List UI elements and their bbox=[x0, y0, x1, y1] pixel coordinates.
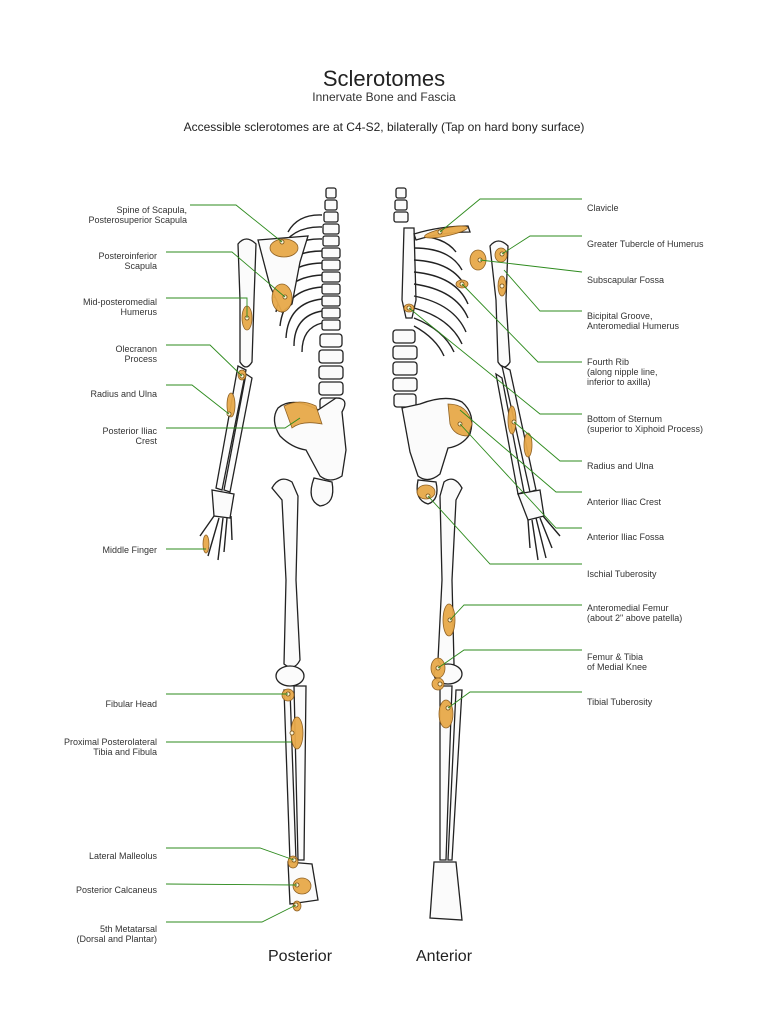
label-tibial-tuberosity: Tibial Tuberosity bbox=[587, 697, 653, 707]
label-subscapular-fossa: Subscapular Fossa bbox=[587, 275, 665, 285]
label-femur-tibia-medial-knee: Femur & Tibia of Medial Knee bbox=[587, 652, 648, 672]
anterior-radius bbox=[495, 372, 525, 495]
label-ischial-tuberosity: Ischial Tuberosity bbox=[587, 569, 657, 579]
label-5th-metatarsal: 5th Metatarsal (Dorsal and Plantar) bbox=[76, 924, 157, 944]
anterior-ulna bbox=[501, 364, 537, 493]
spot-clavicle bbox=[424, 225, 468, 239]
spot-posterior-calcaneus bbox=[292, 877, 312, 895]
spot-radius-ulna-anterior-2 bbox=[523, 432, 533, 458]
label-middle-finger: Middle Finger bbox=[102, 545, 157, 555]
posterior-femur bbox=[271, 478, 301, 668]
spot-middle-finger bbox=[202, 534, 210, 554]
view-label-posterior: Posterior bbox=[268, 948, 333, 965]
posterior-skeleton bbox=[199, 187, 347, 912]
label-anterior-iliac-fossa: Anterior Iliac Fossa bbox=[587, 532, 665, 542]
label-radius-and-ulna-posterior: Radius and Ulna bbox=[90, 389, 157, 399]
spot-radius-ulna-posterior bbox=[226, 392, 236, 418]
label-posterior-iliac-crest: Posterior Iliac Crest bbox=[102, 426, 157, 446]
label-anterior-iliac-crest: Anterior Iliac Crest bbox=[587, 497, 662, 507]
spot-anterior-iliac-crest bbox=[447, 403, 473, 437]
label-spine-of-scapula: Spine of Scapula, Posterosuperior Scapul… bbox=[88, 205, 187, 225]
label-clavicle: Clavicle bbox=[587, 203, 619, 213]
anterior-humerus bbox=[489, 240, 511, 368]
label-lateral-malleolus: Lateral Malleolus bbox=[88, 851, 157, 861]
posterior-hand bbox=[211, 489, 235, 519]
posterior-radius bbox=[223, 372, 253, 493]
anterior-hand bbox=[517, 489, 545, 521]
spot-tibial-tuberosity bbox=[438, 699, 454, 729]
dot-medial-knee-tibia bbox=[437, 681, 443, 687]
anterior-skeleton bbox=[392, 187, 561, 921]
label-bottom-of-sternum: Bottom of Sternum (superior to Xiphoid P… bbox=[587, 414, 704, 434]
anterior-femur bbox=[437, 478, 463, 668]
label-proximal-posterolateral-tibia-fibula: Proximal Posterolateral Tibia and Fibula bbox=[63, 737, 157, 757]
posterior-knee bbox=[275, 665, 305, 687]
label-greater-tubercle-of-humerus: Greater Tubercle of Humerus bbox=[587, 239, 704, 249]
label-mid-posteromedial-humerus: Mid-posteromedial Humerus bbox=[82, 297, 157, 317]
label-posterior-calcaneus: Posterior Calcaneus bbox=[75, 885, 157, 895]
posterior-tibia bbox=[293, 685, 307, 861]
anterior-leader-lines bbox=[408, 198, 583, 709]
posterior-spine bbox=[318, 187, 344, 411]
posterior-scapula bbox=[257, 235, 309, 314]
anterior-fibula bbox=[447, 689, 463, 861]
label-bicipital-groove: Bicipital Groove, Anteromedial Humerus bbox=[587, 311, 680, 331]
spot-ischial-tuberosity bbox=[416, 484, 436, 500]
posterior-leader-lines bbox=[165, 204, 301, 923]
label-olecranon-process: Olecranon Process bbox=[115, 344, 157, 364]
label-fourth-rib: Fourth Rib (along nipple line, inferior … bbox=[587, 357, 658, 387]
dot-bicipital-groove bbox=[499, 283, 505, 289]
anterior-sternum bbox=[401, 227, 417, 319]
label-radius-and-ulna-anterior: Radius and Ulna bbox=[587, 461, 654, 471]
anterior-spine bbox=[392, 187, 418, 408]
diagram-title: Sclerotomes bbox=[322, 66, 446, 91]
spot-posteroinferior-scapula bbox=[271, 283, 293, 313]
dot-proximal-tibia bbox=[289, 730, 295, 736]
anterior-ribs bbox=[413, 235, 469, 357]
spot-radius-ulna-anterior-1 bbox=[507, 405, 517, 435]
anterior-foot bbox=[429, 861, 463, 921]
label-anteromedial-femur: Anteromedial Femur (about 2" above patel… bbox=[587, 603, 683, 623]
label-posteroinferior-scapula: Posteroinferior Scapula bbox=[98, 251, 157, 271]
spot-posterior-iliac-crest bbox=[283, 401, 323, 429]
diagram-subtitle: Innervate Bone and Fascia bbox=[312, 90, 456, 104]
spot-spine-of-scapula bbox=[269, 238, 299, 258]
label-fibular-head: Fibular Head bbox=[105, 699, 157, 709]
diagram-note: Accessible sclerotomes are at C4-S2, bil… bbox=[183, 120, 585, 134]
view-label-anterior: Anterior bbox=[416, 948, 473, 965]
anterior-tibia bbox=[439, 685, 453, 861]
posterior-obturator bbox=[310, 477, 334, 507]
